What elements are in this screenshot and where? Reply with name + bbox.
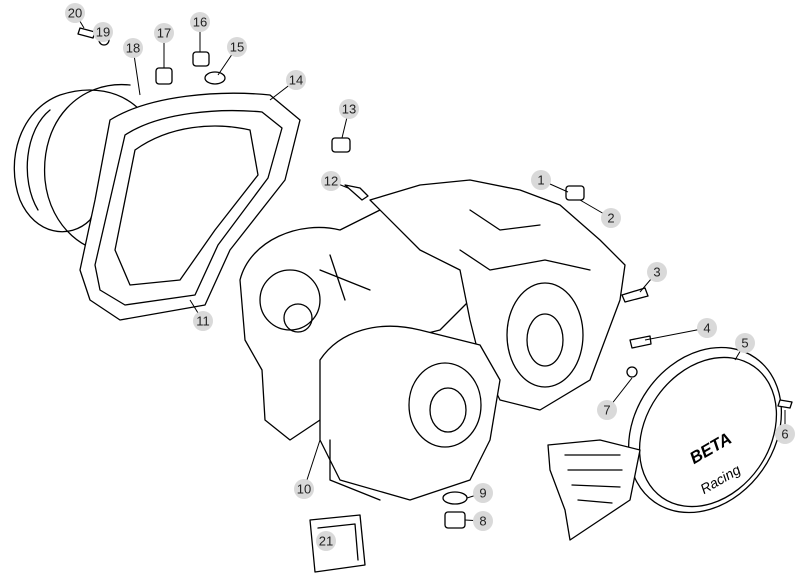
callout-number: 8: [479, 514, 486, 529]
callout-19: 19: [93, 22, 113, 42]
callout-4: 4: [644, 318, 717, 341]
callout-badge: [339, 99, 359, 119]
callout-number: 6: [781, 427, 788, 442]
callout-number: 11: [196, 314, 210, 329]
callout-number: 4: [703, 321, 710, 336]
callout-number: 5: [741, 336, 748, 351]
callout-number: 2: [607, 211, 614, 226]
callout-6: 6: [775, 410, 795, 444]
callout-number: 12: [324, 174, 338, 189]
callout-number: 14: [289, 73, 303, 88]
callout-badge: [93, 22, 113, 42]
sprocket-guard: [547, 439, 641, 541]
callout-badge: [227, 37, 247, 57]
callout-badge: [294, 479, 314, 499]
callout-21: 21: [316, 531, 336, 551]
callout-number: 20: [68, 6, 82, 21]
callout-badge: [531, 170, 551, 190]
callout-badge: [316, 531, 336, 551]
callout-number: 21: [319, 534, 333, 549]
callout-number: 18: [126, 41, 140, 56]
callout-number: 13: [342, 102, 356, 117]
clutch-cover-gasket: [79, 92, 301, 321]
callout-badge: [123, 38, 143, 58]
callout-15: 15: [217, 37, 247, 76]
callout-badge: [193, 311, 213, 331]
callout-1: 1: [531, 170, 569, 193]
crankcase-right-half: [369, 179, 626, 411]
gearbox-cover-center: [319, 325, 501, 501]
callout-number: 7: [603, 403, 610, 418]
callout-badge: [321, 171, 341, 191]
callout-badge: [473, 483, 493, 503]
callout-number: 3: [653, 265, 660, 280]
callout-3: 3: [639, 262, 667, 293]
ignition-cover: BETA Racing: [627, 346, 783, 514]
callout-2: 2: [579, 199, 621, 228]
callout-number: 15: [230, 40, 244, 55]
callout-14: 14: [269, 70, 306, 101]
callout-7: 7: [597, 377, 633, 420]
callout-badge: [154, 23, 174, 43]
callout-badge: [697, 318, 717, 338]
callout-badge: [65, 3, 85, 23]
callout-number: 19: [96, 25, 110, 40]
leader-line: [644, 327, 708, 341]
callout-12: 12: [321, 171, 349, 191]
callout-badge: [473, 511, 493, 531]
callout-9: 9: [466, 483, 493, 503]
crankcase-left-half: [239, 209, 471, 441]
callout-number: 1: [537, 173, 544, 188]
callout-number: 17: [157, 26, 171, 41]
callout-number: 10: [297, 482, 311, 497]
callout-16: 16: [190, 12, 210, 52]
callout-number: 16: [193, 15, 207, 30]
callout-badge: [647, 262, 667, 282]
callout-20: 20: [65, 3, 85, 29]
callout-badge: [286, 70, 306, 90]
callout-11: 11: [189, 299, 213, 331]
callout-badge: [775, 424, 795, 444]
callout-17: 17: [154, 23, 174, 68]
callout-10: 10: [294, 439, 321, 499]
callout-badge: [597, 400, 617, 420]
callout-badge: [735, 333, 755, 353]
callout-18: 18: [123, 38, 143, 96]
callout-13: 13: [339, 99, 359, 139]
callout-badge: [601, 208, 621, 228]
callout-8: 8: [464, 511, 493, 531]
callout-number: 9: [479, 486, 486, 501]
callout-5: 5: [734, 333, 755, 361]
callout-badge: [190, 12, 210, 32]
